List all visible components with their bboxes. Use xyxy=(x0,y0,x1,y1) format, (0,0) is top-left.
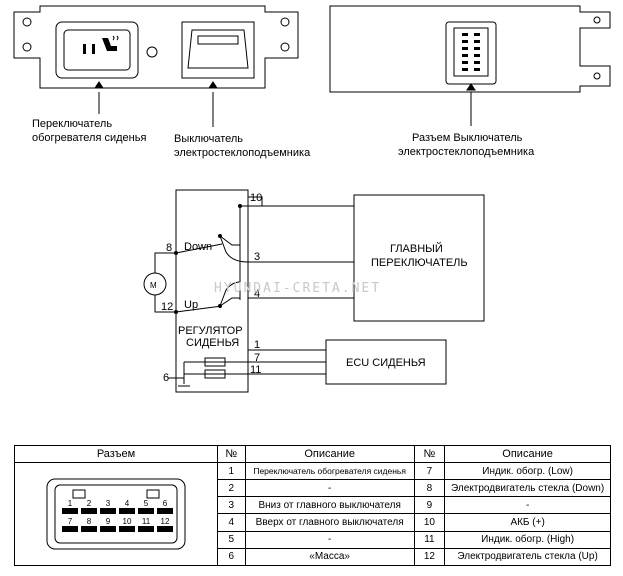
pin-num-10: 10 xyxy=(123,517,132,526)
pin-4-label: 4 xyxy=(254,288,260,300)
pin-description: - xyxy=(244,479,415,498)
pin-number: 7 xyxy=(413,461,446,481)
pin-8-label: 8 xyxy=(166,242,172,254)
pin-number: 3 xyxy=(217,496,246,515)
header-num-2: № xyxy=(413,445,446,463)
pin-description: Переключатель обогревателя сиденья xyxy=(244,461,415,481)
motor-label: M xyxy=(150,281,157,290)
switch-module-front xyxy=(13,5,299,89)
table-row: 3 Вниз от главного выключателя 9 - xyxy=(15,496,611,515)
header-connector: Разъем xyxy=(14,445,218,463)
watermark: HYUNDAI-CRETA.NET xyxy=(214,281,381,296)
pin-num-9: 9 xyxy=(106,517,111,526)
pin-12-label: 12 xyxy=(161,301,173,313)
pin-number: 8 xyxy=(413,479,446,498)
leader-lines-left xyxy=(94,81,218,127)
pin-num-2: 2 xyxy=(87,499,92,508)
connector-label: Разъем Выключатель электростеклоподъемни… xyxy=(398,132,535,158)
down-label: Down xyxy=(184,241,212,253)
pin-description: Электродвигатель стекла (Up) xyxy=(444,547,611,567)
pin-num-12: 12 xyxy=(161,517,170,526)
pin-1-label: 1 xyxy=(254,339,260,351)
pin-num-4: 4 xyxy=(125,499,130,508)
regulator-label: РЕГУЛЯТОР СИДЕНЬЯ xyxy=(178,325,246,349)
pin-num-5: 5 xyxy=(144,499,149,508)
pin-6-label: 6 xyxy=(163,372,169,384)
seat-heater-icon xyxy=(83,35,119,54)
switch-module-rear xyxy=(329,5,611,93)
pin-description: Индик. обогр. (Low) xyxy=(444,461,611,481)
pin-number: 12 xyxy=(413,547,446,567)
pin-number: 5 xyxy=(217,530,246,549)
pin-3-label: 3 xyxy=(254,251,260,263)
header-desc-2: Описание xyxy=(444,445,611,463)
connector-face-icon: 1 2 3 4 5 6 7 8 9 10 11 12 xyxy=(46,478,186,550)
pin-number: 10 xyxy=(413,513,446,532)
pin-num-11: 11 xyxy=(142,517,151,526)
pin-description: Индик. обогр. (High) xyxy=(444,530,611,549)
table-row: 4 Вверх от главного выключателя 10 АКБ (… xyxy=(15,513,611,532)
table-row: 5 - 11 Индик. обогр. (High) xyxy=(15,530,611,549)
header-num-1: № xyxy=(217,445,246,463)
pin-11-label: 11 xyxy=(250,364,261,376)
leader-line-right xyxy=(466,83,476,126)
pin-number: 1 xyxy=(217,461,246,481)
connector-drawing: 1 2 3 4 5 6 7 8 9 10 11 12 xyxy=(14,462,218,566)
pin-number: 9 xyxy=(413,496,446,515)
diagram-canvas: Переключатель обогревателя сиденья Выклю… xyxy=(13,5,611,393)
up-label: Up xyxy=(184,299,198,311)
pin-description: Вниз от главного выключателя xyxy=(244,496,415,515)
pin-num-8: 8 xyxy=(87,517,92,526)
pin-number: 6 xyxy=(217,547,246,567)
pin-description: Вверх от главного выключателя xyxy=(244,513,415,532)
connector-pins-rear xyxy=(462,33,480,71)
main-switch-label: ГЛАВНЫЙ ПЕРЕКЛЮЧАТЕЛЬ xyxy=(371,242,468,269)
pin-description: Электродвигатель стекла (Down) xyxy=(444,479,611,498)
table-row: 6 «Масса» 12 Электродвигатель стекла (Up… xyxy=(15,547,611,567)
switch-contacts xyxy=(174,204,242,314)
pin-number: 4 xyxy=(217,513,246,532)
pin-description: «Масса» xyxy=(244,547,415,567)
pin-10-label: 10 xyxy=(250,192,262,204)
pin-7-label: 7 xyxy=(254,352,260,364)
window-switch-label: Выключатель электростеклоподъемника xyxy=(174,133,311,159)
seat-heater-switch-label: Переключатель обогревателя сиденья xyxy=(32,118,146,144)
pin-num-1: 1 xyxy=(68,499,73,508)
pin-number: 2 xyxy=(217,479,246,498)
pin-description: - xyxy=(444,496,611,515)
pin-description: АКБ (+) xyxy=(444,513,611,532)
pin-number: 11 xyxy=(413,530,446,549)
pin-num-6: 6 xyxy=(163,499,168,508)
pin-num-7: 7 xyxy=(68,517,73,526)
header-desc-1: Описание xyxy=(244,445,415,463)
pin-num-3: 3 xyxy=(106,499,111,508)
table-row: 1 2 3 4 5 6 7 8 9 10 11 12 1 Переключате… xyxy=(14,461,611,566)
schematic xyxy=(143,189,485,393)
ecu-label: ECU СИДЕНЬЯ xyxy=(346,357,426,369)
pin-description: - xyxy=(244,530,415,549)
pinout-table: Разъем № Описание № Описание 1 2 xyxy=(14,445,611,567)
